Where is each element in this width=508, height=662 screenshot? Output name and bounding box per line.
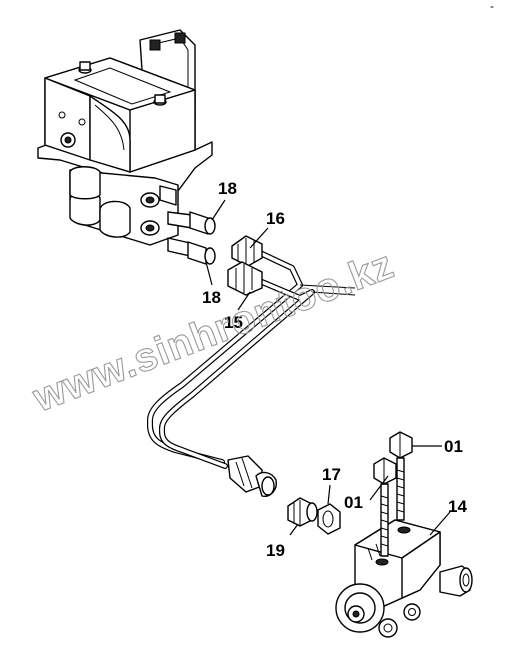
callout-18-lower: 18 — [202, 288, 221, 307]
watermark: www.sinhrontoo.kz — [27, 242, 401, 420]
callout-17: 17 — [322, 465, 341, 484]
callout-01-upper: 01 — [444, 437, 463, 456]
callout-19: 19 — [266, 541, 285, 560]
adapter-fitting-19 — [287, 497, 318, 527]
pilot-valve-assembly — [37, 29, 213, 246]
elbow-fitting-18-lower — [167, 237, 216, 265]
control-valve-14 — [335, 519, 473, 638]
hose-fitting-15 — [227, 261, 263, 296]
elbow-fitting-18-upper — [167, 211, 216, 235]
corner-mark: - — [490, 0, 494, 13]
callout-15: 15 — [224, 313, 243, 332]
bolt-01-upper — [389, 431, 413, 521]
adapter-fitting-17 — [317, 503, 341, 535]
leader-lines — [205, 199, 451, 536]
callout-14: 14 — [448, 497, 467, 516]
bolt-01-lower — [373, 457, 397, 557]
callout-18-upper: 18 — [218, 179, 237, 198]
hose-end-lower — [227, 455, 277, 497]
hydraulic-pipes — [147, 249, 356, 469]
callout-01-lower: 01 — [344, 493, 363, 512]
callout-16: 16 — [266, 209, 285, 228]
